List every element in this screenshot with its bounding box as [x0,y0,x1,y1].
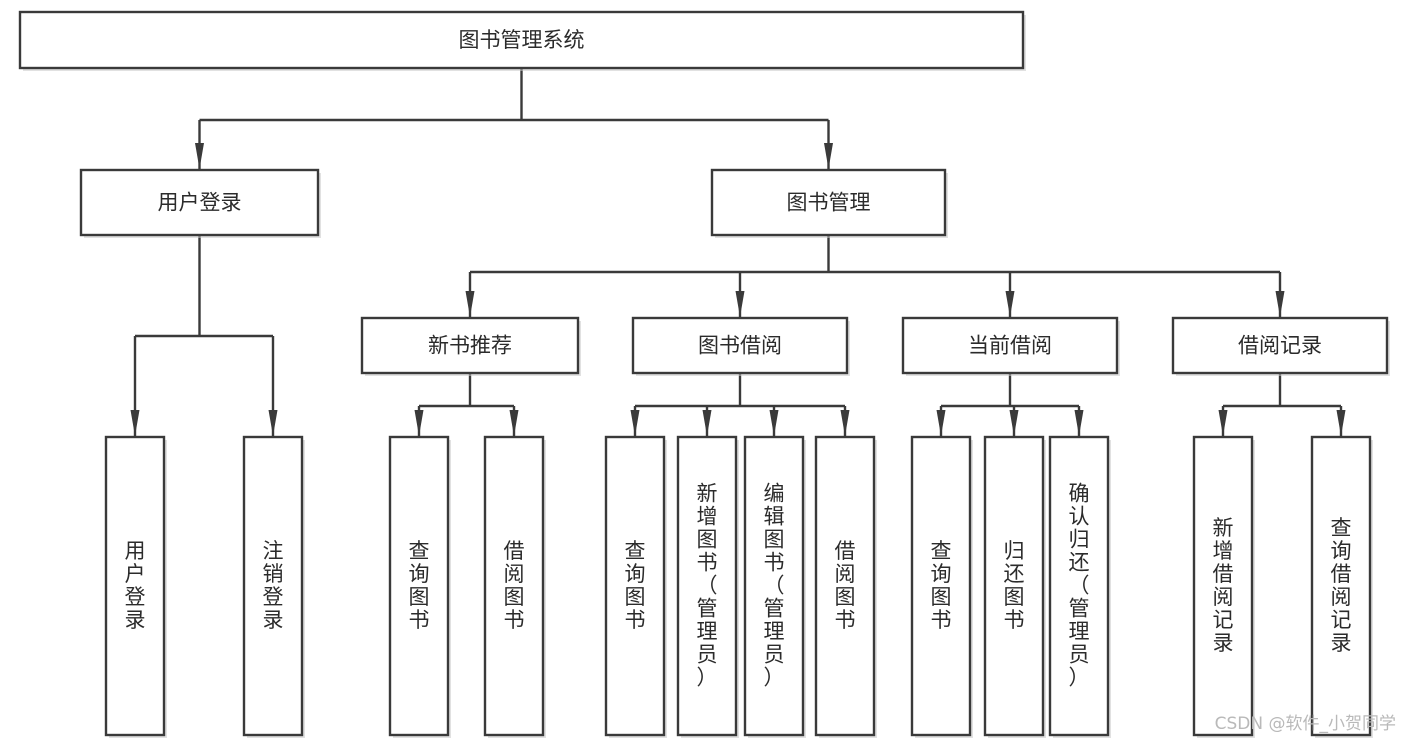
arrow-head-icon [630,410,640,436]
node-rect[interactable] [104,435,166,737]
node-label: 借阅记录 [1238,334,1322,358]
node-rect[interactable] [814,435,876,737]
node-leaf-add-record[interactable]: 新增借阅记录 [1192,435,1255,738]
edge-group-user-login [130,235,278,436]
node-layer: 图书管理系统用户登录图书管理新书推荐图书借阅当前借阅借阅记录用户登录注销登录查询… [18,10,1390,738]
node-rect[interactable] [676,435,738,737]
node-rect[interactable] [1310,435,1372,737]
arrow-head-icon [195,143,204,169]
edge-group-borrow-record [1218,373,1346,436]
node-label: 图书管理 [787,191,871,215]
node-leaf-borrow-book-1[interactable]: 借阅图书 [483,435,546,738]
node-leaf-query-record[interactable]: 查询借阅记录 [1310,435,1373,738]
node-rect[interactable] [743,435,805,737]
node-label: 借阅图书 [835,539,856,632]
connector-layer [130,68,1346,436]
csdn-watermark: CSDN @软件_小贺同学 [1215,714,1396,734]
node-leaf-borrow-book-2[interactable]: 借阅图书 [814,435,877,738]
node-leaf-query-book-2[interactable]: 查询图书 [604,435,667,738]
node-rect[interactable] [242,435,304,737]
edge-group-root [195,68,833,169]
edge-group-current-borrow [936,373,1084,436]
node-rect[interactable] [388,435,450,737]
node-leaf-confirm-return[interactable]: 确认归还（管理员） [1048,435,1111,738]
node-label: 用户登录 [158,191,242,215]
node-label: 用户登录 [125,539,146,632]
node-label: 查询图书 [931,539,952,632]
node-rect[interactable] [483,435,545,737]
arrow-head-icon [1009,410,1019,436]
node-label: 编辑图书（管理员） [764,481,785,689]
node-rect[interactable] [631,316,849,375]
node-borrow-record[interactable]: 借阅记录 [1171,316,1390,376]
node-book-mgmt[interactable]: 图书管理 [710,168,948,238]
arrow-head-icon [1005,291,1015,317]
node-rect[interactable] [1048,435,1110,737]
arrow-head-icon [465,291,475,317]
node-label: 归还图书 [1004,539,1025,632]
arrow-head-icon [1275,291,1285,317]
node-leaf-add-book[interactable]: 新增图书（管理员） [676,435,739,738]
node-leaf-query-book-3[interactable]: 查询图书 [910,435,973,738]
node-label: 借阅图书 [504,539,525,632]
arrow-head-icon [1074,410,1084,436]
arrow-head-icon [824,143,833,169]
arrow-head-icon [130,410,140,436]
node-rect[interactable] [910,435,972,737]
arrow-head-icon [268,410,278,436]
node-label: 图书管理系统 [459,28,585,52]
node-label: 新增借阅记录 [1213,516,1234,655]
arrow-head-icon [769,410,779,436]
node-label: 图书借阅 [698,334,782,358]
node-label: 查询借阅记录 [1331,516,1352,655]
node-label: 当前借阅 [968,334,1052,358]
node-label: 注销登录 [263,539,284,632]
arrow-head-icon [936,410,946,436]
node-rect[interactable] [710,168,947,237]
node-rect[interactable] [18,10,1025,70]
node-rect[interactable] [983,435,1045,737]
node-rect[interactable] [604,435,666,737]
node-rect[interactable] [79,168,320,237]
node-leaf-user-logout[interactable]: 注销登录 [242,435,305,738]
arrow-head-icon [1218,410,1228,436]
node-rect[interactable] [1171,316,1389,375]
node-rect[interactable] [360,316,580,375]
arrow-head-icon [840,410,850,436]
edge-group-book-mgmt [465,235,1285,317]
node-label: 新增图书（管理员） [697,481,718,689]
arrow-head-icon [509,410,519,436]
edge-group-new-book-rec [414,373,519,436]
arrow-head-icon [414,410,424,436]
node-book-borrow[interactable]: 图书借阅 [631,316,850,376]
node-current-borrow[interactable]: 当前借阅 [901,316,1120,376]
node-leaf-query-book-1[interactable]: 查询图书 [388,435,451,738]
edge-group-book-borrow [630,373,850,436]
arrow-head-icon [702,410,712,436]
node-leaf-user-login[interactable]: 用户登录 [104,435,167,738]
node-label: 查询图书 [625,539,646,632]
node-rect[interactable] [1192,435,1254,737]
node-new-book-rec[interactable]: 新书推荐 [360,316,581,376]
node-leaf-return-book[interactable]: 归还图书 [983,435,1046,738]
arrow-head-icon [1336,410,1346,436]
node-leaf-edit-book[interactable]: 编辑图书（管理员） [743,435,806,738]
arrow-head-icon [735,291,745,317]
node-label: 新书推荐 [428,334,512,358]
node-label: 查询图书 [409,539,430,632]
node-user-login[interactable]: 用户登录 [79,168,321,238]
node-rect[interactable] [901,316,1119,375]
node-root[interactable]: 图书管理系统 [18,10,1026,71]
node-label: 确认归还（管理员） [1069,481,1090,689]
